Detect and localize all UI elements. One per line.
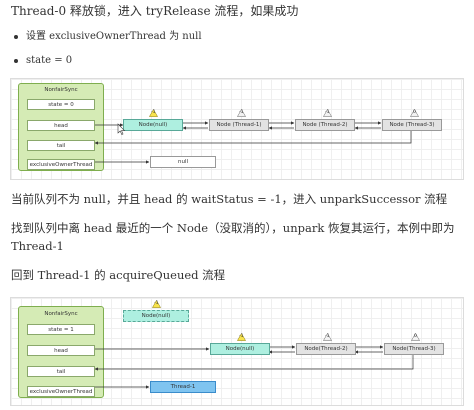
- node-badge-text: 0: [413, 110, 416, 115]
- status-badge-icon: [322, 332, 333, 341]
- owner-null-value: null: [150, 156, 216, 168]
- node-badge-text: -1: [151, 110, 156, 115]
- warning-icon: [151, 299, 162, 308]
- owner-thread-1: Thread-1: [150, 381, 216, 393]
- node-thread-2: Node(Thread-2): [296, 343, 356, 355]
- node-badge-text: -1: [154, 301, 159, 306]
- owner-field: exclusiveOwnerThread: [27, 386, 95, 397]
- node-badge-text: -1: [239, 110, 244, 115]
- back-paragraph: 回到 Thread-1 的 acquireQueued 流程: [11, 268, 226, 282]
- node-thread-2: Node (Thread-2): [295, 119, 355, 131]
- warning-icon: [148, 108, 159, 117]
- node-badge-text: -1: [239, 334, 244, 339]
- diagram-acquire: NonfairSync state = 1 head tail exclusiv…: [10, 297, 464, 406]
- warning-icon: [236, 332, 247, 341]
- nonfairsync-title: NonfairSync: [44, 311, 78, 317]
- status-badge-icon: [236, 108, 247, 117]
- tail-field: tail: [27, 366, 95, 377]
- tail-arrow: [94, 355, 414, 371]
- node-thread-3: Node(Thread-3): [384, 343, 444, 355]
- state-field: state = 1: [27, 324, 95, 335]
- node-null: Node(null): [123, 119, 183, 131]
- detached-node-null: Node(null): [123, 310, 189, 322]
- diagram-release: NonfairSync state = 0 head tail exclusiv…: [10, 78, 464, 180]
- unpark-paragraph: 当前队列不为 null，并且 head 的 waitStatus = -1，进入…: [11, 192, 448, 206]
- bullet-item: state = 0: [14, 54, 72, 68]
- nonfairsync-panel: NonfairSync state = 0 head tail exclusiv…: [18, 83, 104, 171]
- node-null: Node(null): [210, 343, 270, 355]
- find-paragraph-line1: 找到队列中离 head 最近的一个 Node（没取消的），unpark 恢复其运…: [11, 221, 455, 235]
- release-heading: Thread-0 释放锁，进入 tryRelease 流程，如果成功: [11, 4, 299, 18]
- tail-field: tail: [27, 140, 95, 151]
- bullet-text: 设置 exclusiveOwnerThread 为 null: [26, 31, 202, 42]
- head-field: head: [27, 120, 95, 131]
- nonfairsync-title: NonfairSync: [44, 87, 78, 93]
- status-badge-icon: [322, 108, 333, 117]
- tail-arrow: [94, 131, 412, 145]
- bullet-text: state = 0: [26, 55, 73, 66]
- bullet-dot-icon: [14, 58, 18, 63]
- node-badge-text: 0: [414, 334, 417, 339]
- state-field: state = 0: [27, 99, 95, 110]
- status-badge-icon: [409, 108, 420, 117]
- owner-field: exclusiveOwnerThread: [27, 159, 95, 170]
- bullet-dot-icon: [14, 34, 18, 39]
- node-thread-1: Node (Thread-1): [209, 119, 269, 131]
- bullet-item: 设置 exclusiveOwnerThread 为 null: [14, 30, 202, 44]
- diagram-arrows: [94, 345, 414, 389]
- nonfairsync-panel: NonfairSync state = 1 head tail exclusiv…: [18, 306, 104, 398]
- status-badge-icon: [410, 332, 421, 341]
- head-field: head: [27, 345, 95, 356]
- node-thread-3: Node (Thread-3): [382, 119, 442, 131]
- mouse-cursor-icon: [117, 123, 126, 135]
- node-badge-text: -1: [325, 334, 330, 339]
- find-paragraph-line2: Thread-1: [11, 239, 64, 253]
- node-badge-text: -1: [325, 110, 330, 115]
